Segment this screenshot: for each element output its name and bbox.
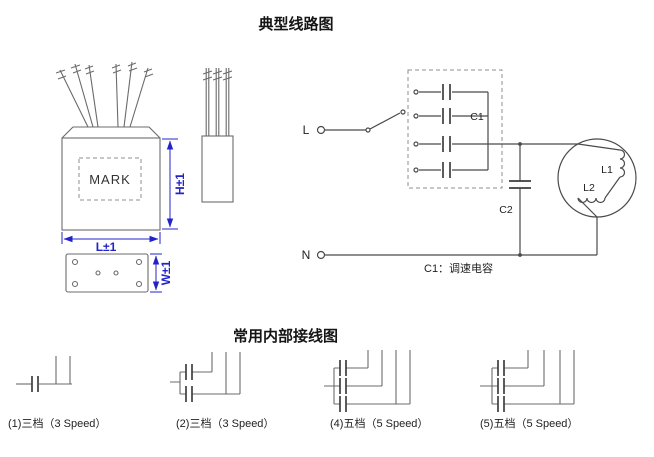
l2-label: L2 — [583, 182, 595, 194]
section-title: 常用内部接线图 — [233, 327, 338, 345]
capacitor-bank-outline — [407, 69, 503, 189]
dimension-length: L±1 — [61, 232, 161, 254]
common-lead — [170, 372, 181, 394]
component-front-view: MARK — [55, 61, 161, 231]
capacitor-plates — [339, 396, 347, 412]
selector-switch — [365, 109, 406, 133]
lead-wires — [59, 61, 149, 128]
winding-l1-coil — [619, 149, 626, 178]
direct-lead — [226, 352, 241, 395]
bank-contact — [413, 167, 419, 173]
capacitor-plates — [442, 136, 451, 152]
terminal-l-label: L — [303, 123, 310, 137]
circuit-note: C1：调速电容 — [424, 261, 493, 275]
capacitor-bank-c1: C1 — [407, 69, 503, 189]
wiring-diagram-3 — [324, 350, 411, 412]
mount-hole — [135, 258, 143, 266]
wiring-diagram-3-label: (4)五档（5 Speed） — [330, 416, 428, 430]
bottom-view-outline — [65, 253, 149, 293]
dim-w-label: W±1 — [159, 260, 173, 285]
row-1 — [492, 350, 529, 369]
dim-w-extension-lines — [150, 253, 162, 293]
row-1 — [180, 352, 213, 373]
c2-label: C2 — [499, 204, 513, 216]
row-3 — [334, 350, 397, 405]
capacitor-plates — [185, 386, 193, 402]
common-lead — [324, 368, 335, 404]
direct-lead — [560, 350, 575, 405]
side-view-body — [201, 135, 234, 203]
terminal-n — [316, 250, 326, 260]
main-title: 典型线路图 — [258, 15, 333, 33]
wiring-diagram-4 — [480, 350, 575, 412]
c2-plates — [509, 180, 531, 189]
dim-l-extension-lines — [61, 232, 161, 244]
capacitor-plates — [185, 364, 193, 380]
terminal-hole — [113, 270, 119, 276]
capacitor-plates — [497, 360, 505, 376]
switch-contact — [400, 109, 406, 115]
winding-link — [577, 197, 598, 218]
terminal-hole — [95, 270, 101, 276]
wiring-diagram-4-label: (5)五档（5 Speed） — [480, 416, 578, 430]
capacitor-plates — [339, 360, 347, 376]
row-2 — [180, 352, 227, 395]
dim-l-label: L±1 — [96, 240, 117, 254]
dimension-height: H±1 — [162, 138, 187, 230]
capacitor-plates — [31, 376, 39, 392]
switch-pivot — [365, 127, 371, 133]
side-view-wire-ticks — [202, 70, 233, 81]
capacitor-body — [61, 137, 161, 231]
leads — [38, 356, 72, 385]
bank-contact — [413, 141, 419, 147]
mount-hole — [71, 258, 79, 266]
side-view-wires — [205, 68, 230, 136]
dim-h-extension-lines — [162, 138, 178, 230]
component-side-view — [201, 68, 234, 203]
wire-end-ticks — [55, 62, 154, 80]
wiring-diagram-2 — [170, 352, 241, 402]
winding-link — [604, 176, 621, 199]
capacitor-plates — [339, 378, 347, 394]
dim-h-label: H±1 — [173, 173, 187, 195]
junction-dot — [518, 253, 522, 257]
capacitor-plates — [497, 396, 505, 412]
capacitor-plates — [442, 108, 451, 124]
capacitor-plates — [442, 162, 451, 178]
capacitor-c2: C2 — [499, 144, 531, 255]
common-lead — [480, 368, 493, 404]
capacitor-plates — [497, 378, 505, 394]
terminal-l — [316, 125, 326, 135]
motor-circle — [557, 138, 637, 218]
row-2 — [492, 350, 545, 387]
bank-contact — [413, 113, 419, 119]
l1-label: L1 — [601, 164, 613, 176]
row-1 — [334, 350, 369, 369]
circuit-schematic: L C1 — [302, 69, 637, 275]
capacitor-top-shoulder — [61, 126, 161, 139]
motor: L1 L2 — [557, 138, 637, 218]
direct-lead — [396, 350, 411, 405]
wiring-diagram-2-label: (2)三档（3 Speed） — [176, 416, 274, 430]
switch-blade — [369, 112, 401, 130]
row-3 — [492, 350, 561, 405]
capacitor-plates — [442, 84, 451, 100]
winding-link — [577, 143, 621, 151]
mount-hole — [135, 280, 143, 288]
wiring-diagram-1 — [16, 356, 72, 392]
mark-area — [78, 157, 142, 201]
wiring-diagram-1-label: (1)三档（3 Speed） — [8, 416, 106, 430]
bank-contact — [413, 89, 419, 95]
terminal-n-label: N — [302, 248, 311, 262]
dimension-width: W±1 — [150, 253, 173, 293]
mark-label: MARK — [89, 172, 131, 187]
component-bottom-view — [65, 253, 149, 293]
row-2 — [334, 350, 383, 387]
c1-label: C1 — [470, 111, 484, 123]
neutral-wire — [325, 217, 598, 256]
mount-hole — [71, 280, 79, 288]
